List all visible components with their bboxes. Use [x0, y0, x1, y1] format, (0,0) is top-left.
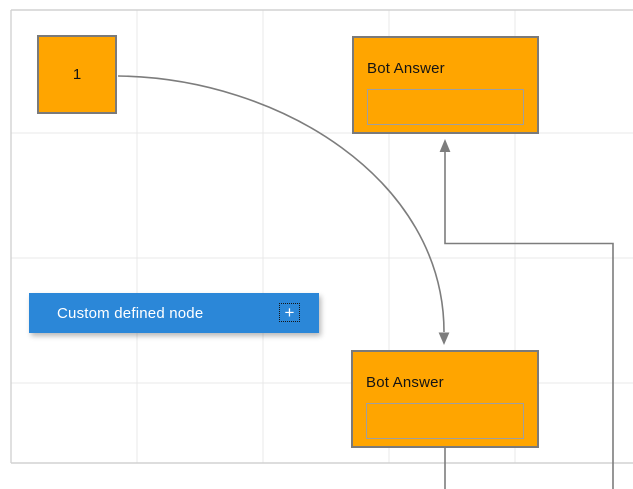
- node-square-1-label: 1: [72, 66, 82, 83]
- custom-node-label: Custom defined node: [57, 304, 204, 322]
- node-square-1[interactable]: 1: [37, 35, 117, 114]
- bot-answer-textbox[interactable]: [367, 89, 524, 125]
- bot-answer-title: Bot Answer: [367, 60, 445, 77]
- connector-bezier[interactable]: [117, 75, 445, 333]
- node-custom-defined[interactable]: Custom defined node +: [29, 293, 319, 333]
- add-port-icon[interactable]: +: [279, 303, 300, 322]
- arrowhead-up-icon: [439, 139, 451, 152]
- plus-icon: +: [284, 303, 295, 322]
- node-bot-answer-bottom[interactable]: Bot Answer: [351, 350, 539, 448]
- bot-answer-title: Bot Answer: [366, 374, 444, 391]
- connector-orthogonal[interactable]: [444, 152, 614, 489]
- arrowhead-down-icon: [438, 332, 450, 345]
- node-bot-answer-top[interactable]: Bot Answer: [352, 36, 539, 134]
- bot-answer-textbox[interactable]: [366, 403, 524, 439]
